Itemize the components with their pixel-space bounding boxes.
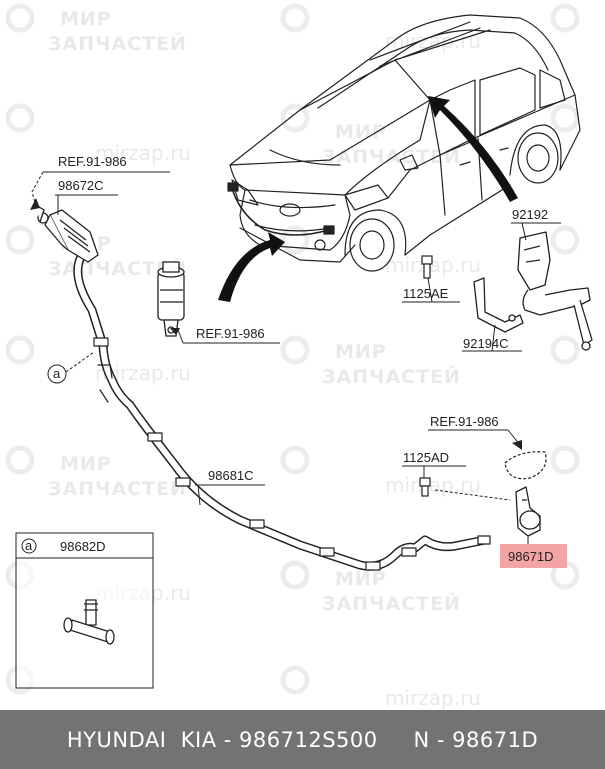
- reservoir-filler-neck: [35, 204, 99, 263]
- watermark-brand: МИР: [335, 341, 387, 363]
- part-highlight-98671d: [500, 544, 567, 568]
- watermark-brand: ЗАПЧАСТЕЙ: [322, 365, 461, 388]
- arrow-head-icon: [30, 198, 40, 210]
- callout-a-label: a: [53, 366, 61, 381]
- watermark-url: mirzap.ru: [385, 473, 481, 497]
- watermark-brand: МИР: [60, 8, 112, 30]
- watermark-brand: ЗАПЧАСТЕЙ: [322, 592, 461, 615]
- inset-detail-a: a 98682D: [15, 532, 154, 689]
- leveling-sensor-bracket: [473, 231, 593, 351]
- nozzle-cap: [504, 451, 547, 480]
- washer-nozzle: [515, 486, 541, 537]
- watermark-url: mirzap.ru: [385, 253, 481, 277]
- leader-arrow-front: [218, 232, 285, 302]
- watermark: МИР ЗАПЧАСТЕЙ mirzap.ru МИР ЗАПЧАСТЕЙ mi…: [5, 3, 580, 710]
- watermark-logo-icon: [5, 3, 580, 695]
- part-label-1125ae: 1125AE: [403, 286, 449, 301]
- watermark-url: mirzap.ru: [95, 141, 191, 165]
- watermark-url: mirzap.ru: [385, 686, 481, 710]
- ref-label-top: REF.91-986: [58, 154, 127, 169]
- vehicle-drawing: [227, 14, 581, 272]
- part-label-98671d: 98671D: [508, 549, 554, 564]
- t-connector: [63, 599, 115, 645]
- callout-a-circle: [47, 364, 67, 384]
- leader-arrow-rear: [428, 96, 518, 202]
- leader-lines: [31, 171, 561, 545]
- ref-label-pump: REF.91-986: [196, 326, 265, 341]
- bolt-1125ae: [421, 255, 433, 279]
- watermark-brand: ЗАПЧАСТЕЙ: [48, 32, 187, 55]
- part-label-98672c: 98672C: [58, 178, 104, 193]
- part-label-1125ad: 1125AD: [403, 450, 449, 465]
- arrow-head-icon: [170, 328, 180, 335]
- watermark-brand: МИР: [60, 453, 112, 475]
- inset-callout-label: a: [25, 538, 33, 553]
- washer-hose: [73, 250, 491, 571]
- watermark-brand: ЗАПЧАСТЕЙ: [48, 477, 187, 500]
- part-label-98681c: 98681C: [208, 468, 254, 483]
- watermark-brand: МИР: [335, 568, 387, 590]
- watermark-brand: МИР: [335, 121, 387, 143]
- part-label-92192: 92192: [512, 207, 548, 222]
- washer-pump: [157, 261, 185, 337]
- part-number-footer: HYUNDAI KIA - 986712S500 N - 98671D: [0, 710, 605, 769]
- ref-label-right: REF.91-986: [430, 414, 499, 429]
- part-label-98682d: 98682D: [60, 539, 106, 554]
- watermark-url: mirzap.ru: [385, 29, 481, 53]
- arrow-head-icon: [512, 440, 522, 450]
- bolt-1125ad: [419, 477, 431, 497]
- part-label-92194c: 92194C: [463, 336, 509, 351]
